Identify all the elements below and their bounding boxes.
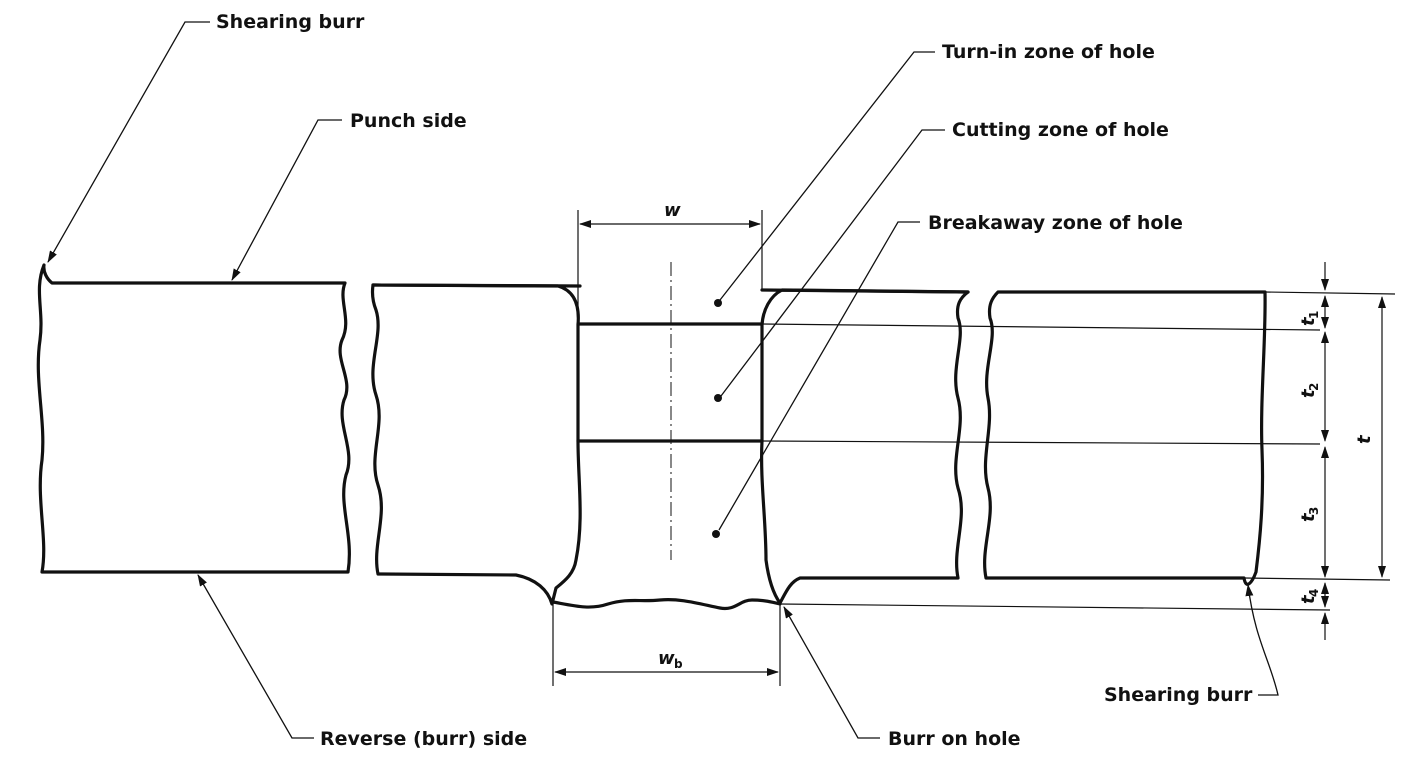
label-shearing-burr-top: Shearing burr (216, 11, 365, 33)
turn-in-zone-dot (714, 299, 722, 307)
dim-label-t4: t (1298, 594, 1319, 604)
label-turn-in-zone: Turn-in zone of hole (942, 41, 1155, 63)
dim-label-t: t (1354, 434, 1375, 444)
sheet-section-left (36, 263, 351, 574)
cutting-zone-dot (714, 394, 722, 402)
label-breakaway-zone: Breakaway zone of hole (928, 212, 1183, 234)
hole-burr-edge (551, 598, 782, 611)
dim-label-t4-sub: 4 (1307, 589, 1321, 597)
hole-zone-lines (371, 283, 1396, 611)
dimension-w (577, 210, 763, 324)
dim-label-wb: w (658, 648, 675, 669)
dimension-wb (552, 602, 781, 686)
dim-label-w: w (664, 200, 681, 221)
label-cutting-zone: Cutting zone of hole (952, 119, 1169, 141)
breakaway-zone-dot (712, 530, 720, 538)
sheet-section-right (983, 290, 1267, 586)
dim-label-t3: t (1298, 512, 1319, 522)
dim-label-wb-sub: b (674, 657, 683, 671)
dim-label-t1: t (1298, 316, 1319, 326)
sheet-section-center-right (760, 288, 970, 605)
label-punch-side: Punch side (350, 110, 467, 132)
dim-label-t2: t (1298, 388, 1319, 398)
dim-label-t1-sub: 1 (1307, 311, 1321, 319)
sheet-section-center-left (370, 283, 582, 606)
label-burr-on-hole: Burr on hole (888, 728, 1021, 750)
dim-label-t2-sub: 2 (1307, 383, 1321, 391)
leader-lines (47, 21, 1279, 739)
label-reverse-side: Reverse (burr) side (320, 728, 527, 750)
dimension-t-stack (1321, 262, 1386, 640)
label-shearing-burr-bottom: Shearing burr (1104, 684, 1253, 706)
dim-label-t3-sub: 3 (1307, 507, 1321, 515)
